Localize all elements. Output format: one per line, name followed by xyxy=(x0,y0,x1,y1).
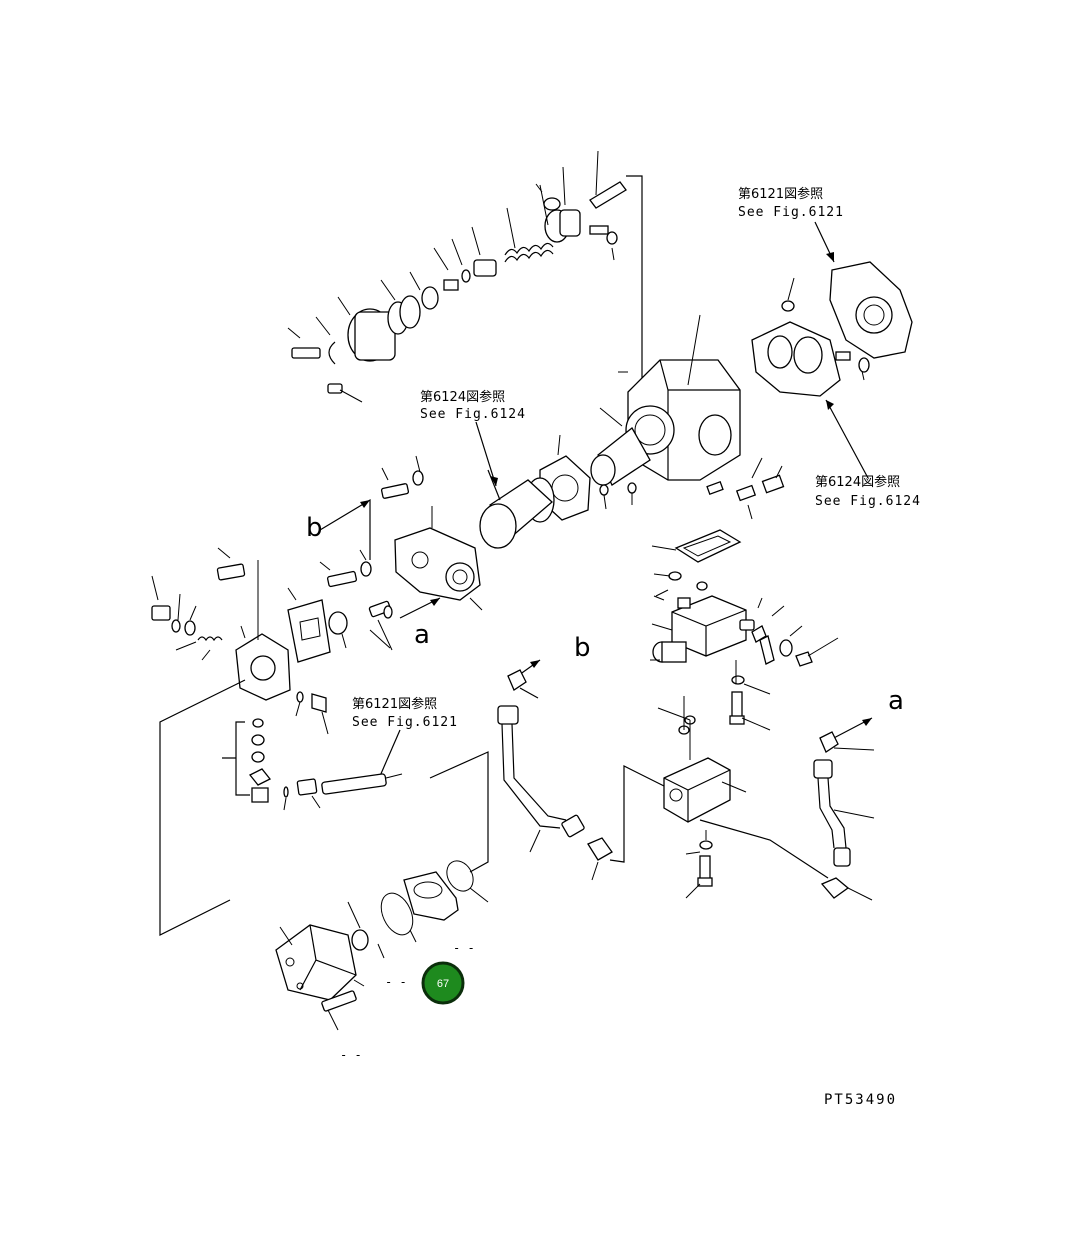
connector-a-left: a xyxy=(399,597,441,650)
connection-label-b: b xyxy=(306,513,323,543)
bolts-pump-left xyxy=(319,455,424,651)
rotor-cylinder xyxy=(479,469,555,549)
placeholder-dash: - - xyxy=(340,1048,362,1062)
reference-fig6124-right: 第6124図参照 See Fig.6124 xyxy=(815,399,921,509)
fittings-left xyxy=(222,691,329,803)
reference-fig6121-top: 第6121図参照 See Fig.6121 xyxy=(738,186,844,263)
connection-label-a-right: a xyxy=(888,686,904,716)
ref-en-text: See Fig.6121 xyxy=(738,205,844,220)
plugs-right xyxy=(706,457,785,520)
cover-plate-left xyxy=(287,587,331,663)
ref-jp-text: 第6121図参照 xyxy=(352,696,437,712)
placeholder-dash: - - xyxy=(453,941,475,955)
ref-en-text: See Fig.6124 xyxy=(815,494,921,509)
part-number-callout-67[interactable]: 67 xyxy=(421,961,465,1005)
bolt-stack-center xyxy=(657,660,771,760)
reference-fig6124-middle: 第6124図参照 See Fig.6124 xyxy=(420,389,526,487)
hose-b: b xyxy=(497,633,665,881)
placeholder-dash: - - xyxy=(385,975,407,989)
rear-housing-left xyxy=(151,547,291,936)
valve-block-lower xyxy=(663,757,829,899)
gasket-top-center xyxy=(651,529,742,597)
ref-en-text: See Fig.6121 xyxy=(352,715,458,730)
shaft-coupling xyxy=(283,751,489,873)
seal-rings xyxy=(347,860,489,959)
connector-b-left: b xyxy=(306,498,371,560)
valve-body-right xyxy=(751,277,870,397)
ref-jp-text: 第6124図参照 xyxy=(815,474,900,490)
valve-spool-assembly xyxy=(287,150,643,460)
main-pump-housing xyxy=(590,314,741,510)
ref-en-text: See Fig.6124 xyxy=(420,407,526,422)
gear-pump-body xyxy=(394,506,483,611)
end-cover-plate xyxy=(829,261,913,359)
drawing-code: PT53490 xyxy=(824,1092,897,1108)
connection-label-a: a xyxy=(414,620,430,650)
hose-a: a xyxy=(813,686,904,901)
connection-label-b-mid: b xyxy=(574,633,591,663)
auxiliary-gear-pump xyxy=(275,924,365,1031)
ref-jp-text: 第6121図参照 xyxy=(738,186,823,202)
valve-block-upper xyxy=(650,595,839,667)
callout-number: 67 xyxy=(437,978,449,990)
reference-fig6121-lower: 第6121図参照 See Fig.6121 xyxy=(352,696,458,777)
placeholder-marks: - - - - - - xyxy=(340,941,475,1062)
ref-jp-text: 第6124図参照 xyxy=(420,389,505,405)
